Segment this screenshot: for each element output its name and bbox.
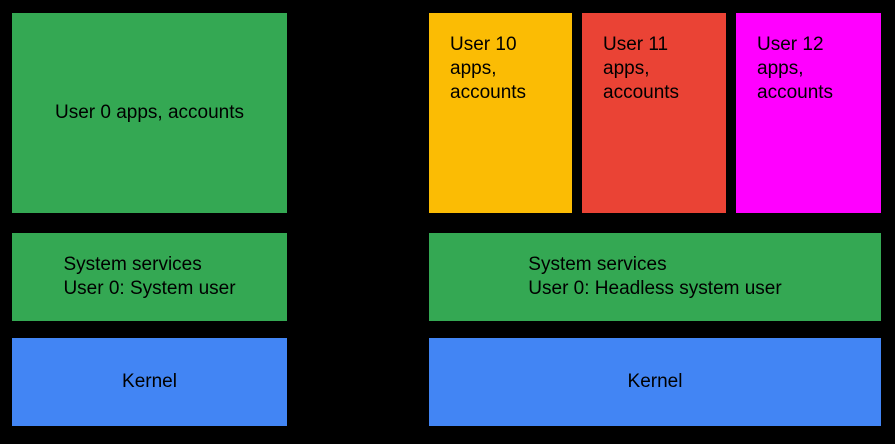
left-kernel-box: Kernel	[12, 338, 287, 426]
left-system-services-box: System services User 0: System user	[12, 233, 287, 321]
right-kernel-label: Kernel	[627, 371, 683, 392]
right-user11-apps-label: User 11 apps, accounts	[603, 34, 680, 103]
right-user12-apps-label: User 12 apps, accounts	[757, 34, 834, 103]
left-system-services-label: System services User 0: System user	[63, 254, 236, 299]
right-user10-apps-box: User 10 apps, accounts	[429, 13, 572, 213]
right-user11-apps-box: User 11 apps, accounts	[582, 13, 726, 213]
left-kernel-label: Kernel	[122, 371, 177, 392]
right-system-services-box: System services User 0: Headless system …	[429, 233, 881, 321]
right-system-services-label: System services User 0: Headless system …	[528, 254, 782, 299]
right-user10-apps-label: User 10 apps, accounts	[450, 34, 527, 103]
right-kernel-box: Kernel	[429, 338, 881, 426]
left-user0-apps-label: User 0 apps, accounts	[54, 102, 245, 123]
right-user12-apps-box: User 12 apps, accounts	[736, 13, 881, 213]
left-user0-apps-box: User 0 apps, accounts	[12, 13, 287, 213]
